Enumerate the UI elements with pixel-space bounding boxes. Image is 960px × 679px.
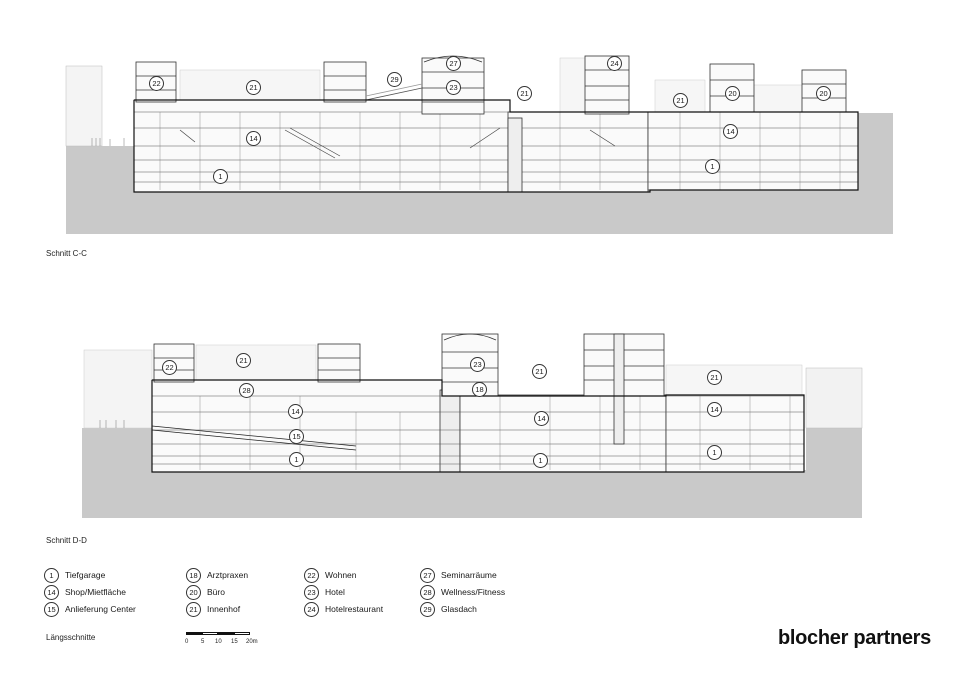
scale-tick: 5 (201, 639, 205, 645)
legend-item: 18 Arztpraxen (186, 568, 248, 585)
room-label-badge: 18 (472, 382, 487, 397)
legend-column-4: 27 Seminarräume 28 Wellness/Fitness 29 Glasda… (420, 568, 505, 619)
room-label-badge: 21 (532, 364, 547, 379)
room-label-badge: 21 (246, 80, 261, 95)
room-label-badge: 14 (534, 411, 549, 426)
room-label-badge: 20 (816, 86, 831, 101)
room-label-badge: 14 (707, 402, 722, 417)
legend-item: 23 Hotel (304, 585, 383, 602)
legend-text: Hotel (325, 587, 345, 597)
scale-segment (202, 632, 218, 635)
legend-number-badge: 18 (186, 568, 201, 584)
section-d-d (82, 333, 863, 518)
legend-item: 20 Büro (186, 585, 248, 602)
legend-item: 1 Tiefgarage (44, 568, 136, 585)
legend-number-badge: 21 (186, 602, 201, 618)
legend-number-badge: 1 (44, 568, 59, 584)
room-label-badge: 22 (162, 360, 177, 375)
room-label-badge: 22 (149, 76, 164, 91)
scale-tick: 20m (246, 639, 258, 645)
room-label-badge: 21 (236, 353, 251, 368)
legend-item: 21 Innenhof (186, 602, 248, 619)
scale-segment (234, 632, 250, 635)
legend-column-2: 18 Arztpraxen 20 Büro 21 Innenhof (186, 568, 248, 619)
legend-text: Hotelrestaurant (325, 604, 384, 614)
legend-number-badge: 14 (44, 585, 59, 601)
legend-number-badge: 20 (186, 585, 201, 601)
room-label-badge: 14 (288, 404, 303, 419)
legend-text: Büro (207, 587, 225, 597)
room-label-badge: 14 (246, 131, 261, 146)
legend-number-badge: 28 (420, 585, 435, 601)
legend-text: Innenhof (207, 604, 241, 614)
room-label-badge: 1 (533, 453, 548, 468)
legend-text: Anlieferung Center (65, 604, 136, 614)
room-label-badge: 24 (607, 56, 622, 71)
room-label-badge: 15 (289, 429, 304, 444)
room-label-badge: 1 (705, 159, 720, 174)
legend-text: Shop/Mietfläche (65, 587, 126, 597)
room-label-badge: 20 (725, 86, 740, 101)
legend-text: Glasdach (441, 604, 477, 614)
legend-item: 29 Glasdach (420, 602, 505, 619)
room-label-badge: 21 (517, 86, 532, 101)
room-label-badge: 21 (707, 370, 722, 385)
legend-number-badge: 15 (44, 602, 59, 618)
section-caption-c-c: Schnitt C-C (46, 249, 87, 258)
room-label-badge: 27 (446, 56, 461, 71)
brand-logo: blocher partners (777, 627, 931, 649)
room-label-badge: 23 (470, 357, 485, 372)
room-label-badge: 1 (213, 169, 228, 184)
legend-item: 28 Wellness/Fitness (420, 585, 505, 602)
legend-item: 22 Wohnen (304, 568, 383, 585)
room-label-badge: 28 (239, 383, 254, 398)
legend-text: Wellness/Fitness (441, 587, 506, 597)
section-c-c (65, 55, 893, 234)
room-label-badge: 23 (446, 80, 461, 95)
scale-segment (218, 632, 234, 635)
room-label-badge: 21 (673, 93, 688, 108)
room-label-badge: 1 (289, 452, 304, 467)
ground-c-c (66, 113, 893, 234)
legend-number-badge: 23 (304, 585, 319, 601)
scale-tick: 10 (215, 639, 222, 645)
section-caption-d-d: Schnitt D-D (46, 536, 87, 545)
legend-text: Arztpraxen (207, 570, 249, 580)
legend-number-badge: 22 (304, 568, 319, 584)
legend-item: 27 Seminarräume (420, 568, 505, 585)
legend-text: Seminarräume (441, 570, 497, 580)
scale-tick: 0 (185, 639, 189, 645)
legend-item: 14 Shop/Mietfläche (44, 585, 136, 602)
legend-text: Wohnen (325, 570, 357, 580)
room-label-badge: 29 (387, 72, 402, 87)
footer-caption: Längsschnitte (46, 633, 96, 642)
room-label-badge: 14 (723, 124, 738, 139)
legend-number-badge: 29 (420, 602, 435, 618)
scale-segment (186, 632, 202, 635)
legend-item: 15 Anlieferung Center (44, 602, 136, 619)
legend-text: Tiefgarage (65, 570, 106, 580)
room-label-badge: 1 (707, 445, 722, 460)
legend-column-1: 1 Tiefgarage 14 Shop/Mietfläche 15 Anlieferun… (44, 568, 136, 619)
legend-number-badge: 24 (304, 602, 319, 618)
scale-tick: 15 (231, 639, 238, 645)
scale-bar: 0 5 10 15 20m (185, 632, 276, 652)
legend-column-3: 22 Wohnen 23 Hotel 24 Hotelrestaurant (304, 568, 383, 619)
legend-item: 24 Hotelrestaurant (304, 602, 383, 619)
legend-number-badge: 27 (420, 568, 435, 584)
